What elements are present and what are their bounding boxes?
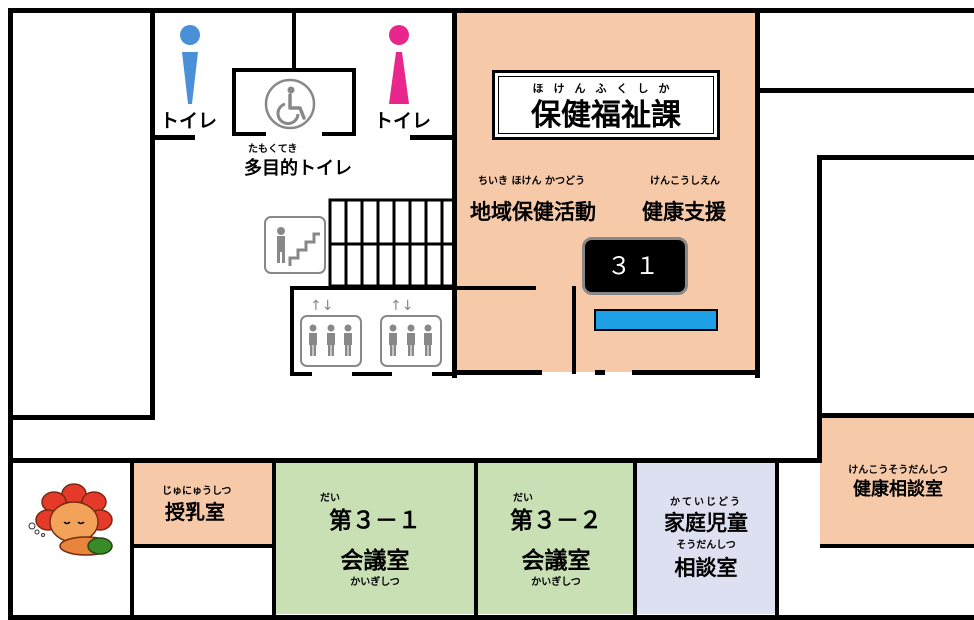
meeting-3-2-label-bottom: 会議室 [521,548,591,574]
toilet-right-label: トイレ [374,110,432,132]
family-child-consult-room [637,462,775,614]
meeting-3-1-ruby-bottom: かいぎしつ [350,577,400,588]
female-toilet-icon [389,25,409,104]
meeting-3-1-label-bottom: 会議室 [340,548,410,574]
family-child-ruby-top: かていじどう [670,497,742,508]
elevator-icon: ↑↓ [300,298,362,367]
meeting-3-2-ruby-top: だい [513,493,533,504]
counter-number: ３１ [607,252,663,280]
nursing-room-ruby: じゅにゅうしつ [162,486,232,497]
wheelchair-icon [264,78,316,130]
health-consult-label: 健康相談室 [853,479,943,500]
meeting-room-3-1 [276,462,474,614]
nursing-room-label: 授乳室 [165,500,225,524]
health-support-label: 健康支援 [642,200,726,224]
health-consult-ruby: けんこうそうだんしつ [848,465,948,476]
community-health-ruby: ちいき ほけん かつどう [478,176,585,187]
svg-text:↑↓: ↑↓ [310,298,333,314]
toilet-left-label: トイレ [160,110,218,132]
stairs-icon [264,216,326,274]
family-child-ruby-bottom: そうだんしつ [676,540,736,551]
svg-text:↑↓: ↑↓ [390,298,413,314]
health-consult-room [820,418,974,546]
staircase [328,198,456,288]
counter-number-display: ３１ [582,237,688,295]
meeting-3-1-label-top: 第３－１ [329,508,421,534]
department-sign: ほけんふくしか 保健福祉課 [492,70,720,140]
community-health-label: 地域保健活動 [470,200,596,224]
meeting-3-1-ruby-top: だい [320,493,340,504]
male-toilet-icon [180,25,200,104]
mascot-flower-icon [28,483,113,556]
multipurpose-toilet-label: 多目的トイレ [244,158,352,179]
meeting-room-3-2 [477,462,635,614]
department-sign-ruby: ほけんふくしか [532,82,680,95]
health-support-ruby: けんこうしえん [650,176,720,187]
multipurpose-toilet-ruby: たもくてき [248,144,298,155]
department-sign-name: 保健福祉課 [531,98,681,133]
reception-counter [594,309,718,331]
meeting-3-2-ruby-bottom: かいぎしつ [531,577,581,588]
meeting-3-2-label-top: 第３－２ [510,508,602,534]
family-child-label-top: 家庭児童 [664,511,748,535]
nursing-room [134,462,274,546]
family-child-label-bottom: 相談室 [674,556,738,580]
elevator-icon: ↑↓ [380,298,442,367]
